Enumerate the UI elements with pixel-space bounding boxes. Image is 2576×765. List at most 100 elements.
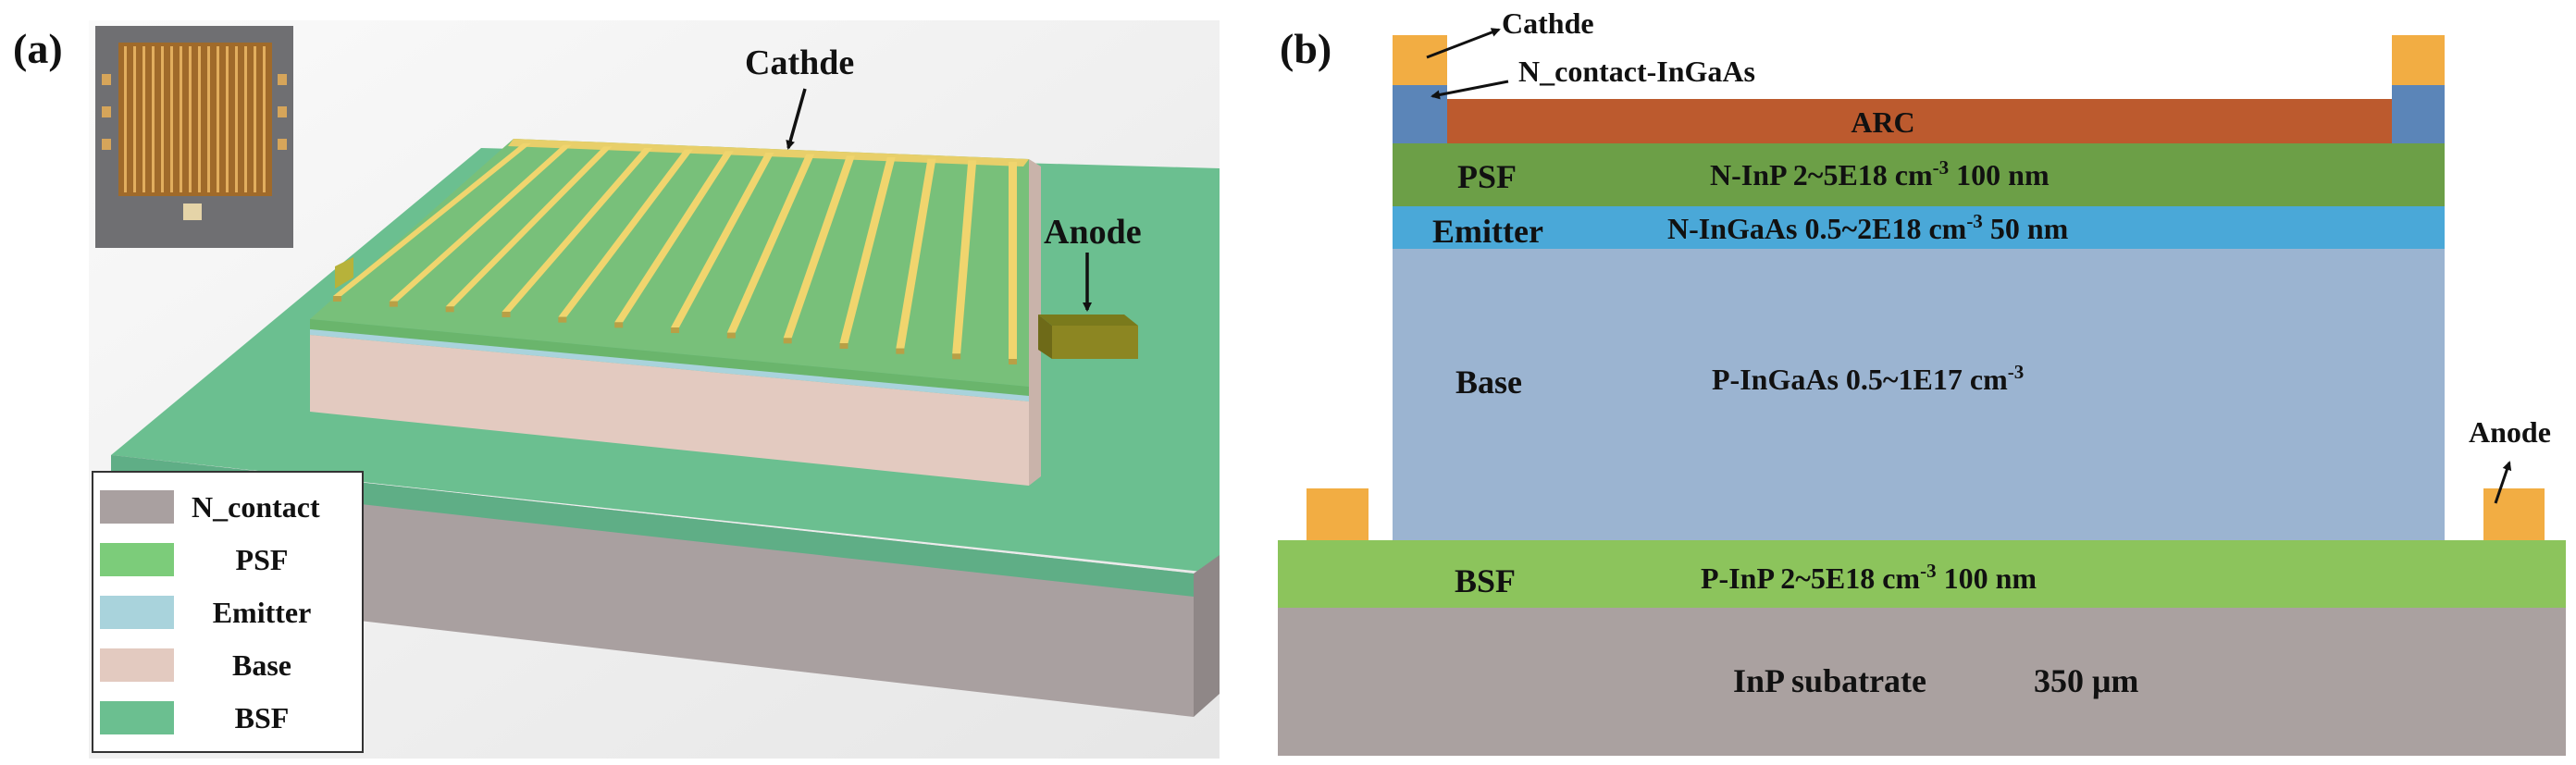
cathode-finger: [671, 153, 774, 327]
inset-stripe: [133, 46, 136, 192]
anode-pad-right: [2483, 488, 2545, 540]
cathode-finger-end: [952, 353, 961, 360]
cathode-finger: [952, 160, 977, 354]
anode-pad-face: [1052, 326, 1138, 359]
cathode-finger: [783, 155, 855, 339]
device-psf-band: [310, 319, 1029, 396]
bsf-desc: P-InP 2~5E18 cm-3 100 nm: [1701, 560, 2037, 595]
legend-label: PSF: [236, 543, 289, 576]
cathode-finger-end: [333, 296, 341, 302]
cathode-fingers: [333, 143, 1017, 364]
substrate-name: InP subatrate: [1733, 662, 1926, 699]
substrate-front: [111, 455, 1194, 717]
cathode-finger-end: [783, 338, 792, 344]
substrate-front-band: [111, 455, 1194, 597]
base-desc: P-InGaAs 0.5~1E17 cm-3: [1712, 361, 2024, 396]
cathode-finger: [896, 158, 936, 349]
panel-b-ncontact-label: N_contact-InGaAs: [1518, 55, 1755, 88]
emitter-desc: N-InGaAs 0.5~2E18 cm-3 50 nm: [1667, 210, 2069, 245]
panel-a-cathode-arrow: [786, 88, 807, 150]
cathode-finger-end: [726, 332, 736, 339]
inset-stripe: [263, 46, 266, 192]
panel-b: (b) ARC PSF N-InP 2~5E18 cm-3 100 nm Emi…: [1278, 6, 2566, 756]
cathode-finger-end: [445, 306, 454, 313]
panel-b-cathode-arrow: [1426, 28, 1501, 59]
legend-swatch: [100, 596, 174, 629]
panel-b-ncontact-arrow: [1430, 80, 1509, 100]
cathode-finger: [726, 154, 815, 333]
anode-pad-front: [1038, 315, 1052, 359]
cathode-finger: [839, 157, 896, 343]
anode-pad-top: [1038, 315, 1138, 326]
cathode-finger-end: [896, 348, 905, 354]
cathode-finger-end: [389, 301, 398, 307]
cathode-finger: [389, 144, 572, 302]
cathode-finger: [333, 143, 531, 296]
cathode-finger: [502, 148, 653, 312]
inset-stripe: [170, 46, 173, 192]
emitter-name: Emitter: [1432, 213, 1543, 250]
substrate-thickness: 350 μm: [2034, 662, 2138, 699]
psf-layer: [1393, 143, 2445, 206]
cathode-pad-right: [2392, 35, 2445, 85]
cathode-finger: [558, 149, 693, 317]
panel-b-cathode-label: Cathde: [1502, 6, 1594, 40]
cathode-finger-end: [839, 343, 848, 349]
legend-swatch: [100, 701, 174, 734]
legend-swatch: [100, 648, 174, 682]
psf-desc: N-InP 2~5E18 cm-3 100 nm: [1710, 156, 2050, 191]
cathode-finger-end: [614, 322, 624, 328]
legend-label: N_contact: [192, 490, 320, 524]
inset-stripe: [198, 46, 201, 192]
inset-stripe: [217, 46, 219, 192]
device-base-front: [310, 335, 1029, 486]
legend-swatch: [100, 543, 174, 576]
arc-label: ARC: [1851, 105, 1914, 139]
device-side: [1029, 159, 1041, 486]
panel-b-anode-arrow: [2494, 461, 2512, 504]
inset-stripe: [207, 46, 210, 192]
panel-a-cathode-label: Cathde: [745, 43, 854, 82]
inset-stripe: [226, 46, 229, 192]
inset-stripe: [180, 46, 182, 192]
bsf-name: BSF: [1455, 562, 1516, 599]
cathode-finger-end: [502, 312, 511, 317]
cathode-finger: [614, 151, 734, 323]
cathode-finger: [445, 146, 613, 307]
device-emitter-band: [310, 329, 1029, 401]
base-name: Base: [1455, 364, 1522, 401]
inset-stripe: [124, 46, 127, 192]
panel-b-anode-label: Anode: [2469, 415, 2551, 449]
inset-stripe: [142, 46, 145, 192]
psf-name: PSF: [1457, 158, 1517, 195]
inset-photo: [95, 26, 293, 248]
bsf-layer: [1278, 540, 2566, 608]
inset-stripe: [161, 46, 164, 192]
cathode-finger-end: [1009, 359, 1017, 364]
cathode-finger-end: [558, 316, 567, 323]
inset-stripe: [244, 46, 247, 192]
arc-layer: [1447, 99, 2392, 143]
emitter-layer: [1393, 206, 2445, 249]
legend-swatch: [100, 490, 174, 524]
n-contact-right: [2392, 85, 2445, 143]
inset-stripe: [254, 46, 256, 192]
substrate-layer: [1278, 608, 2566, 756]
cathode-finger: [1009, 162, 1017, 359]
legend-label: Base: [232, 648, 291, 682]
substrate-side: [1194, 555, 1220, 717]
panel-a-anode-label: Anode: [1044, 213, 1142, 252]
small-pad-left: [335, 257, 353, 289]
cathode-finger-end: [671, 327, 679, 333]
base-layer: [1393, 249, 2445, 540]
inset-stripe: [235, 46, 238, 192]
legend-label: Emitter: [213, 596, 312, 629]
panel-a-tag: (a): [13, 25, 63, 72]
inset-stripe: [189, 46, 192, 192]
panel-b-tag: (b): [1280, 25, 1331, 72]
anode-pad-left: [1307, 488, 1368, 540]
inset-stripe: [152, 46, 155, 192]
